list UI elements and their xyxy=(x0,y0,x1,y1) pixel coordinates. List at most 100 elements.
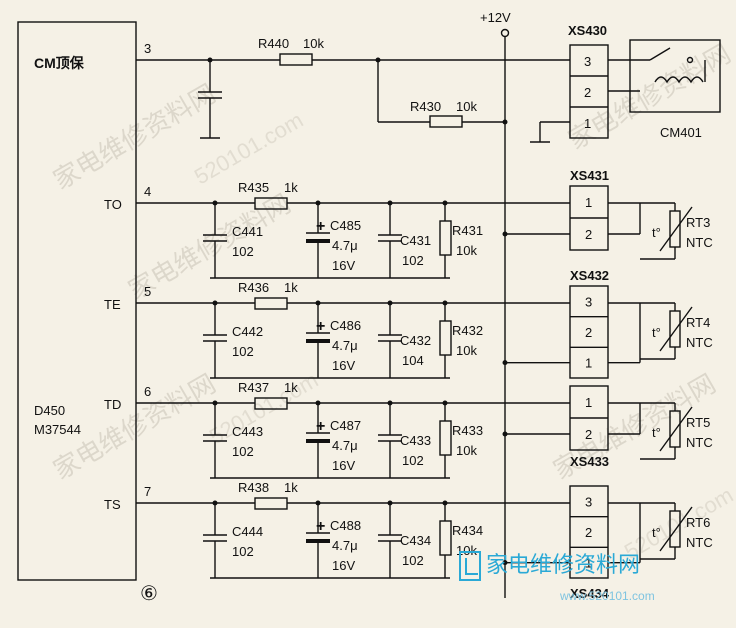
temperature-symbol: t° xyxy=(652,425,661,440)
polarity-icon: + xyxy=(316,418,325,435)
mcu-label-cm: CM顶保 xyxy=(34,55,85,71)
thermistor-type: NTC xyxy=(686,435,713,450)
resistor-r430 xyxy=(429,115,463,128)
logo-text: 家电维修资料网 xyxy=(486,552,640,577)
capacitor-voltage: 16V xyxy=(332,458,355,473)
resistor-value: 10k xyxy=(456,443,477,458)
thermistor-label: RT4 xyxy=(686,315,710,330)
capacitor-label: C443 xyxy=(232,424,263,439)
connector xyxy=(569,485,609,579)
connector-label: XS432 xyxy=(570,268,609,283)
resistor xyxy=(439,520,452,556)
thermistor-slash xyxy=(659,406,693,452)
capacitor-plate xyxy=(306,439,330,443)
capacitor-value: 4.7μ xyxy=(332,438,358,453)
polarity-icon: + xyxy=(316,318,325,335)
mcu-label-part: M37544 xyxy=(34,422,81,437)
logo-url: www.520101.com xyxy=(559,589,655,603)
capacitor-value: 102 xyxy=(232,244,254,259)
capacitor-label: C486 xyxy=(330,318,361,333)
svg-text:2: 2 xyxy=(584,85,591,100)
connector-pin: 1 xyxy=(585,556,592,571)
svg-text:3: 3 xyxy=(584,54,591,69)
connector xyxy=(569,285,609,379)
connector-label: XS431 xyxy=(570,168,609,183)
capacitor-voltage: 16V xyxy=(332,258,355,273)
capacitor-label: C431 xyxy=(400,233,431,248)
connector-pin: 2 xyxy=(585,227,592,242)
mcu-label-d450: D450 xyxy=(34,403,65,418)
capacitor-label: C442 xyxy=(232,324,263,339)
connector-pin: 3 xyxy=(585,294,592,309)
mcu-block xyxy=(17,21,137,581)
capacitor-label: C434 xyxy=(400,533,431,548)
resistor xyxy=(254,497,288,510)
capacitor-label: C487 xyxy=(330,418,361,433)
resistor-label: R436 xyxy=(238,280,269,295)
supply-label: +12V xyxy=(480,10,511,25)
capacitor-label: C488 xyxy=(330,518,361,533)
resistor-label: R438 xyxy=(238,480,269,495)
pin-name: TO xyxy=(104,197,122,212)
resistor xyxy=(254,297,288,310)
pin-number: 7 xyxy=(144,484,151,499)
capacitor-value: 4.7μ xyxy=(332,338,358,353)
thermistor-type: NTC xyxy=(686,535,713,550)
connector-pin: 2 xyxy=(585,525,592,540)
resistor xyxy=(439,320,452,356)
resistor-value: 1k xyxy=(284,380,298,395)
connector-pin: 1 xyxy=(585,395,592,410)
capacitor-voltage: 16V xyxy=(332,558,355,573)
resistor-label: R440 xyxy=(258,36,289,51)
capacitor-value: 102 xyxy=(402,553,424,568)
connector-pin: 1 xyxy=(585,195,592,210)
connector-pin: 2 xyxy=(585,325,592,340)
temperature-symbol: t° xyxy=(652,325,661,340)
resistor-label: R435 xyxy=(238,180,269,195)
capacitor-value: 102 xyxy=(402,253,424,268)
capacitor-voltage: 16V xyxy=(332,358,355,373)
thermistor-icon xyxy=(669,210,681,248)
resistor-value: 10k xyxy=(456,343,477,358)
capacitor-value: 102 xyxy=(232,344,254,359)
resistor-label: R434 xyxy=(452,523,483,538)
capacitor-label: C432 xyxy=(400,333,431,348)
supply-terminal xyxy=(500,28,510,38)
resistor-value: 1k xyxy=(284,480,298,495)
pin-number: 4 xyxy=(144,184,151,199)
resistor-label: R437 xyxy=(238,380,269,395)
thermistor-slash xyxy=(659,506,693,552)
resistor-label: R430 xyxy=(410,99,441,114)
capacitor-plate xyxy=(306,539,330,543)
polarity-icon: + xyxy=(316,218,325,235)
watermark-url: 520101.com xyxy=(190,107,307,189)
capacitor-label: C433 xyxy=(400,433,431,448)
connector-label: XS433 xyxy=(570,454,609,469)
resistor-value: 10k xyxy=(456,543,477,558)
thermistor-slash xyxy=(659,206,693,252)
relay-cm401 xyxy=(629,39,721,113)
connector-label: XS430 xyxy=(568,23,607,38)
capacitor-plate xyxy=(306,339,330,343)
figure-number: ⑥ xyxy=(140,583,158,605)
thermistor-type: NTC xyxy=(686,235,713,250)
connector-pin: 2 xyxy=(585,427,592,442)
temperature-symbol: t° xyxy=(652,525,661,540)
connector-pin: 1 xyxy=(585,356,592,371)
capacitor-label: C444 xyxy=(232,524,263,539)
pin-number: 6 xyxy=(144,384,151,399)
site-logo: 家电维修资料网 www.520101.com xyxy=(459,551,655,603)
svg-text:1: 1 xyxy=(584,116,591,131)
thermistor-label: RT5 xyxy=(686,415,710,430)
capacitor-label: C485 xyxy=(330,218,361,233)
capacitor-plate xyxy=(306,239,330,243)
coil-icon xyxy=(654,76,704,84)
capacitor-value: 4.7μ xyxy=(332,238,358,253)
polarity-icon: + xyxy=(316,518,325,535)
pin-name: TE xyxy=(104,297,121,312)
capacitor-value: 102 xyxy=(232,544,254,559)
resistor xyxy=(439,220,452,256)
resistor-r440 xyxy=(279,53,313,66)
capacitor-value: 102 xyxy=(402,453,424,468)
